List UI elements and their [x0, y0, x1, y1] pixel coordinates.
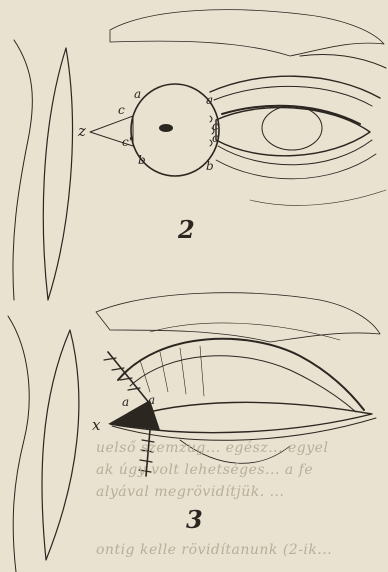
label-c-prime-right-fig2: c: [212, 132, 219, 144]
eye-opening-2: [216, 108, 370, 156]
label-a-right-fig3: a: [148, 394, 155, 406]
figure-number-2: 2: [178, 218, 195, 242]
label-x-fig3: x: [92, 418, 100, 433]
label-b-right-fig2: b: [206, 160, 214, 172]
label-z-fig2: z: [78, 124, 86, 139]
label-a-left-fig2: a: [134, 88, 141, 100]
label-a-right-fig2: a: [206, 94, 213, 106]
label-c-prime-left-fig2: c': [122, 136, 132, 148]
excision-lens-bottom: [42, 330, 79, 560]
excision-lens-top: [43, 48, 72, 300]
label-b-left-fig2: b: [138, 154, 146, 166]
bleed-line-2: ak úgy volt lehetséges... a fe: [96, 462, 388, 478]
flap-center-mark: [159, 124, 173, 132]
label-c-left-fig2: c: [118, 104, 125, 116]
bleed-line-1: uelső szemzug... egész... egyel: [96, 440, 388, 456]
figure-number-3: 3: [186, 508, 203, 532]
face-contour-bottom: [8, 316, 29, 572]
bleed-line-3: alyával megrövidítjük. ...: [96, 484, 388, 500]
label-a-left-fig3: a: [122, 396, 129, 408]
iris-2: [262, 106, 322, 150]
face-contour-top: [13, 40, 32, 300]
figure-2: [13, 10, 386, 300]
bleed-line-4: ontig kelle rövidítanunk (2-ik...: [96, 542, 388, 558]
eyebrow-2: [110, 10, 384, 56]
eyebrow-3: [96, 293, 380, 342]
